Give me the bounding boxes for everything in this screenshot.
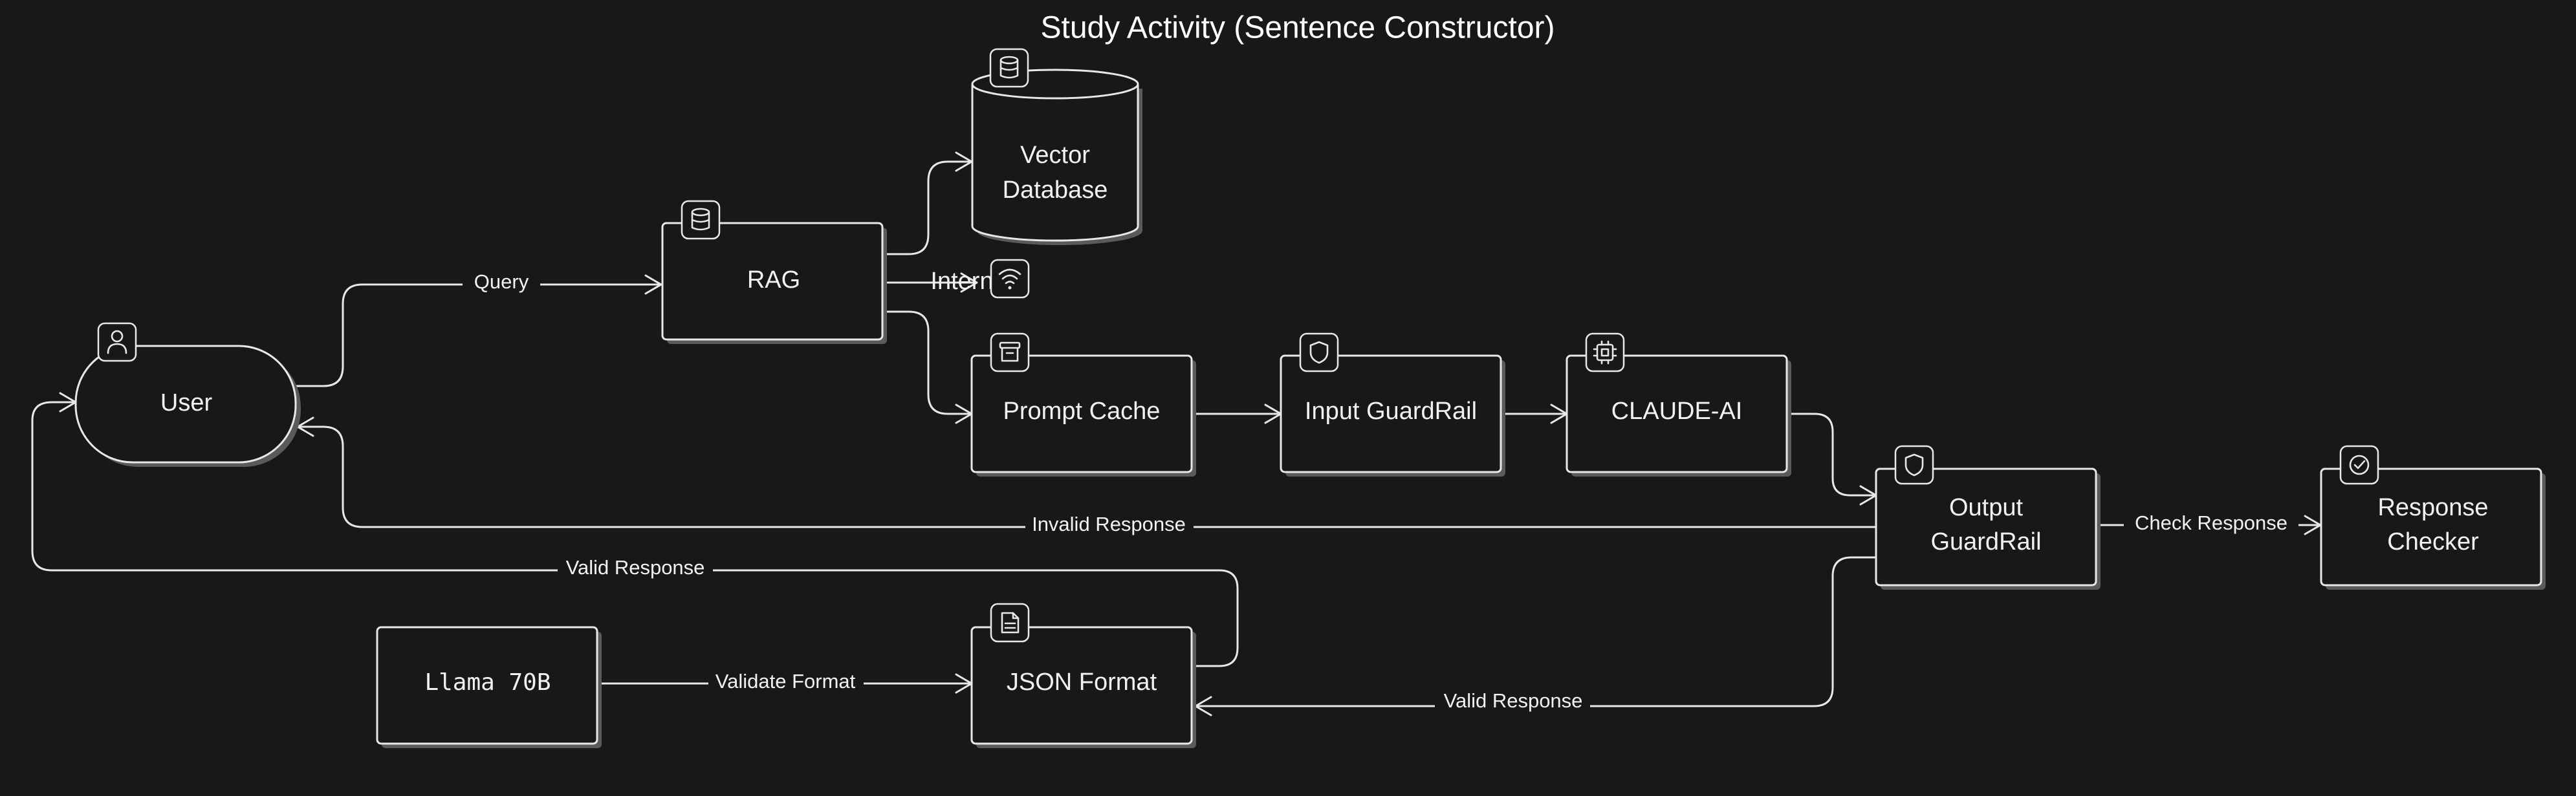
svg-text:Checker: Checker — [2387, 528, 2479, 555]
node-internet[interactable]: Intern — [930, 268, 993, 295]
edge-cache-input-guardrail — [1194, 403, 1282, 424]
edge-rag-prompt-cache — [885, 310, 973, 424]
edge-label-query: Query — [463, 270, 540, 299]
edge-input-guardrail-claude — [1503, 403, 1568, 424]
svg-text:Input GuardRail: Input GuardRail — [1305, 398, 1477, 425]
svg-text:User: User — [160, 389, 213, 416]
svg-text:RAG: RAG — [747, 266, 800, 294]
svg-text:Response: Response — [2377, 494, 2488, 521]
edge-rag-vector-db — [885, 151, 973, 255]
node-llama-70b[interactable]: Llama 70B — [376, 626, 602, 748]
file-text-icon — [990, 603, 1030, 643]
node-json-format[interactable]: JSON Format — [970, 626, 1196, 748]
edge-rag-internet — [885, 272, 978, 293]
node-output-guardrail[interactable]: Output GuardRail — [1875, 468, 2101, 590]
diagram-title: Study Activity (Sentence Constructor) — [1041, 11, 1555, 45]
svg-text:Validate Format: Validate Format — [715, 670, 856, 693]
svg-text:Intern: Intern — [930, 268, 993, 295]
cpu-icon — [1585, 332, 1625, 372]
svg-text:Output: Output — [1949, 494, 2024, 521]
svg-text:Vector: Vector — [1020, 142, 1090, 169]
node-user[interactable]: User — [74, 345, 301, 467]
svg-text:Check Response: Check Response — [2135, 511, 2287, 534]
svg-text:Invalid Response: Invalid Response — [1032, 513, 1186, 535]
edge-label-check-response: Check Response — [2124, 511, 2298, 539]
check-circle-icon — [2339, 445, 2379, 485]
archive-icon — [990, 332, 1030, 372]
svg-text:GuardRail: GuardRail — [1930, 528, 2041, 555]
node-prompt-cache[interactable]: Prompt Cache — [970, 354, 1196, 477]
edge-label-valid-response-top: Valid Response — [558, 556, 713, 585]
node-claude-ai[interactable]: CLAUDE-AI — [1566, 354, 1791, 477]
edge-label-validate-format: Validate Format — [708, 669, 864, 698]
svg-text:CLAUDE-AI: CLAUDE-AI — [1611, 398, 1743, 425]
user-icon — [97, 322, 137, 362]
node-rag[interactable]: RAG — [661, 222, 887, 344]
node-input-guardrail[interactable]: Input GuardRail — [1280, 354, 1505, 477]
node-vector-database[interactable]: Vector Database — [971, 69, 1142, 245]
wifi-icon — [990, 259, 1030, 299]
svg-text:JSON Format: JSON Format — [1007, 669, 1157, 696]
database-icon — [681, 200, 721, 240]
node-response-checker[interactable]: Response Checker — [2320, 468, 2546, 590]
edge-label-invalid-response: Invalid Response — [1025, 513, 1194, 541]
edge-label-valid-response-bottom: Valid Response — [1435, 689, 1590, 717]
edge-claude-output-guardrail — [1789, 413, 1877, 506]
shield-icon — [1894, 445, 1934, 485]
svg-text:Prompt Cache: Prompt Cache — [1003, 398, 1161, 425]
svg-text:Query: Query — [474, 270, 529, 293]
svg-text:Valid Response: Valid Response — [566, 556, 705, 579]
svg-text:Llama 70B: Llama 70B — [424, 669, 551, 696]
edge-query — [294, 274, 662, 387]
svg-text:Valid Response: Valid Response — [1444, 689, 1583, 712]
svg-text:Database: Database — [1003, 177, 1108, 204]
shield-icon — [1299, 332, 1339, 372]
database-icon — [989, 48, 1029, 88]
